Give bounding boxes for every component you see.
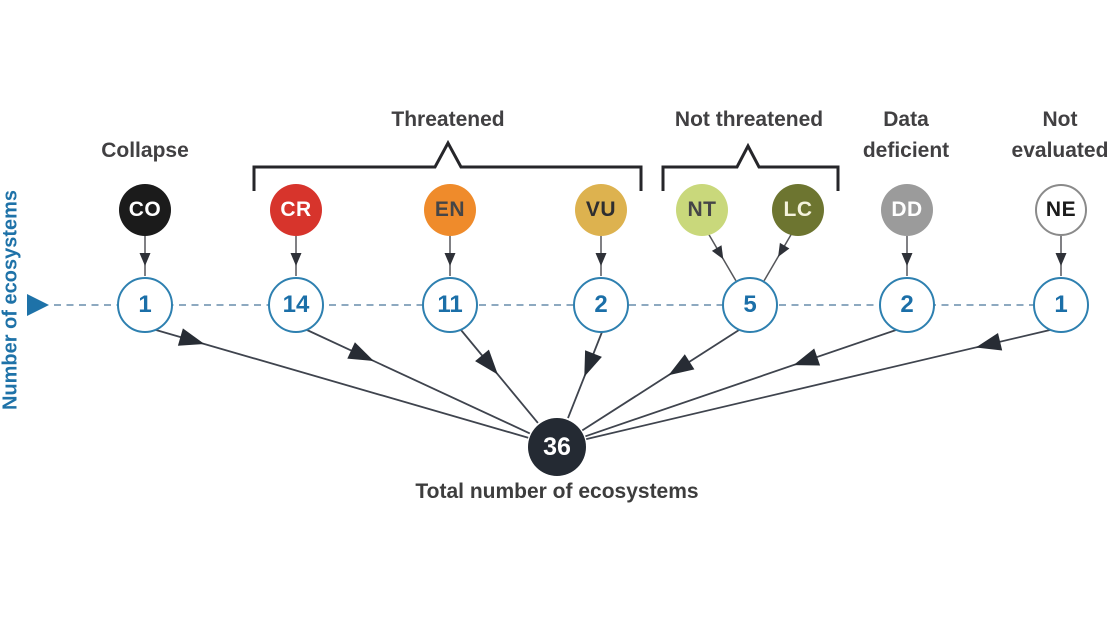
- count-circle-nt-lc: 5: [722, 277, 778, 333]
- category-circle-ne: NE: [1035, 184, 1087, 236]
- not-threatened-label: Not threatened: [674, 108, 824, 131]
- count-circle-cr: 14: [268, 277, 324, 333]
- data-deficient-line2: deficient: [862, 139, 950, 162]
- not-evaluated-label: Not evaluated: [970, 104, 1110, 166]
- count-circle-dd: 2: [879, 277, 935, 333]
- collapse-label: Collapse: [101, 139, 189, 162]
- not-evaluated-line2: evaluated: [1011, 139, 1109, 162]
- threatened-label: Threatened: [391, 108, 505, 131]
- count-circle-co: 1: [117, 277, 173, 333]
- threatened-bracket: [252, 139, 643, 191]
- not-evaluated-line1: Not: [1042, 108, 1078, 131]
- category-circle-en: EN: [424, 184, 476, 236]
- lc-to-count-arrow: [763, 232, 793, 282]
- total-label: Total number of ecosystems: [415, 480, 699, 503]
- data-deficient-line1: Data: [883, 108, 929, 131]
- category-to-count-arrow: [139, 236, 1067, 276]
- total-count-circle: 36: [528, 418, 586, 476]
- category-circle-co: CO: [119, 184, 171, 236]
- category-circle-cr: CR: [270, 184, 322, 236]
- axis-arrow-icon: [27, 294, 49, 316]
- axis-label: Number of ecosystems: [0, 189, 22, 411]
- count-circle-vu: 2: [573, 277, 629, 333]
- data-deficient-label: Data deficient: [826, 104, 986, 166]
- not-threatened-bracket: [661, 142, 840, 191]
- category-circle-nt: NT: [676, 184, 728, 236]
- category-circle-vu: VU: [575, 184, 627, 236]
- count-to-total-arrows: [155, 328, 1051, 440]
- count-circle-ne: 1: [1033, 277, 1089, 333]
- nt-to-count-arrow: [707, 232, 737, 282]
- category-circle-dd: DD: [881, 184, 933, 236]
- count-circle-en: 11: [422, 277, 478, 333]
- category-circle-lc: LC: [772, 184, 824, 236]
